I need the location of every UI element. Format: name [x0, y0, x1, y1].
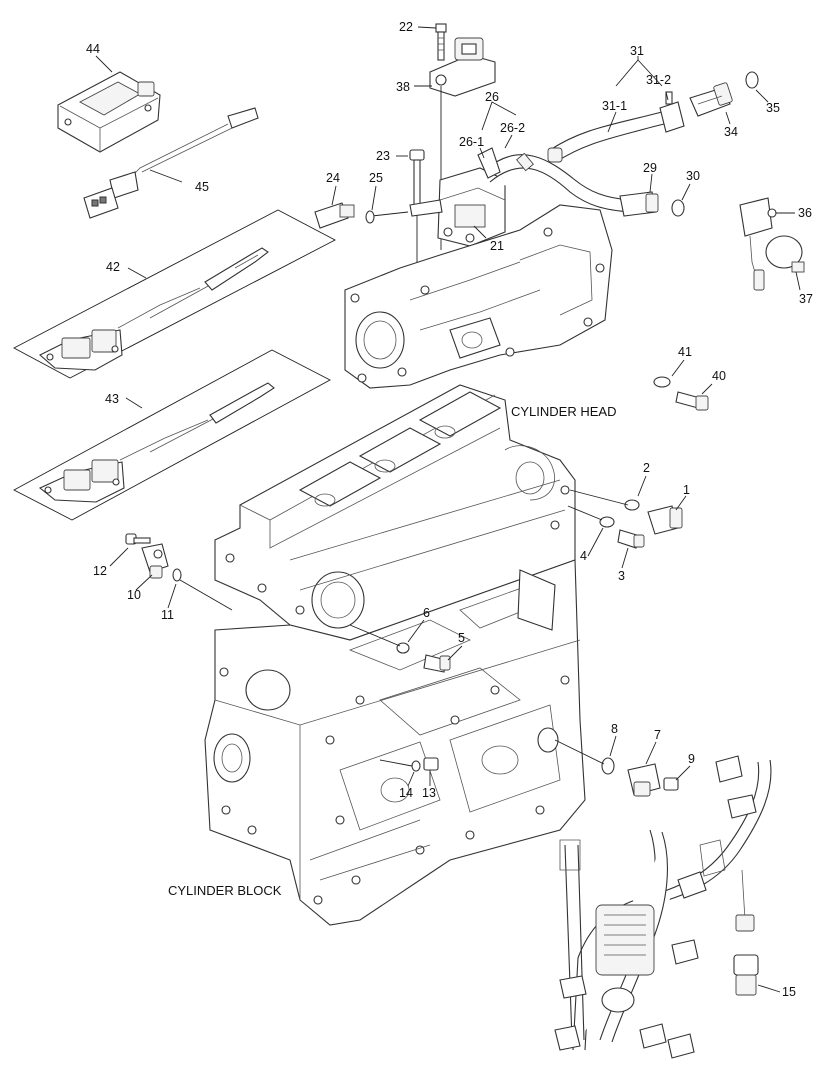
callout-34: 34: [724, 125, 738, 139]
hose-31: [547, 91, 685, 163]
sensor-10: [141, 543, 169, 579]
callout-2: 2: [643, 461, 650, 475]
callout-24: 24: [326, 171, 340, 185]
callout-7: 7: [654, 728, 661, 742]
callout-31-2: 31-2: [646, 73, 671, 87]
callout-21: 21: [490, 239, 504, 253]
callout-41: 41: [678, 345, 692, 359]
o-ring-11: [172, 568, 182, 582]
o-ring-41: [653, 376, 671, 388]
sensor-5: [423, 654, 451, 673]
callout-36: 36: [798, 206, 812, 220]
callout-31: 31: [630, 44, 644, 58]
callout-12: 12: [93, 564, 107, 578]
actuator-21: [409, 167, 506, 247]
cylinder-head-caption: CYLINDER HEAD: [511, 404, 616, 419]
cylinder-block-caption: CYLINDER BLOCK: [168, 883, 282, 898]
callout-9: 9: [688, 752, 695, 766]
o-ring-25: [365, 210, 375, 224]
callout-23: 23: [376, 149, 390, 163]
callout-42: 42: [106, 260, 120, 274]
o-ring-6: [396, 642, 410, 654]
callout-30: 30: [686, 169, 700, 183]
callout-38: 38: [396, 80, 410, 94]
callout-14: 14: [399, 786, 413, 800]
callout-44: 44: [86, 42, 100, 56]
callout-11: 11: [161, 608, 174, 622]
bolt-22: [435, 23, 447, 61]
callout-31-1: 31-1: [602, 99, 627, 113]
sensor-38: [429, 37, 496, 97]
o-ring-2: [624, 499, 640, 511]
callout-6: 6: [423, 606, 430, 620]
o-ring-35: [745, 71, 759, 89]
sensor-panel-43: [13, 349, 331, 521]
bolt-23: [409, 149, 425, 211]
sensor-13: [423, 757, 439, 771]
sensor-36: [739, 197, 777, 291]
sensor-15: [733, 869, 759, 996]
callout-3: 3: [618, 569, 625, 583]
o-ring-14: [411, 760, 421, 772]
o-ring-8: [601, 757, 615, 775]
sensor-panel-42: [13, 209, 336, 379]
hose-26: [477, 147, 631, 213]
o-ring-4: [599, 516, 615, 528]
callout-1: 1: [683, 483, 690, 497]
harness-sensor-45: [83, 107, 259, 219]
bolt-12: [125, 533, 151, 545]
callout-45: 45: [195, 180, 209, 194]
callout-15: 15: [782, 985, 796, 999]
callout-35: 35: [766, 101, 780, 115]
callout-26-1: 26-1: [459, 135, 484, 149]
leader-lines: [95, 26, 801, 993]
sensor-24: [314, 202, 355, 229]
bolt-9: [663, 777, 679, 791]
callout-37: 37: [799, 292, 813, 306]
intake-manifold: [344, 204, 613, 389]
callout-5: 5: [458, 631, 465, 645]
sensor-40: [675, 391, 709, 411]
callout-4: 4: [580, 549, 587, 563]
sensor-3: [617, 529, 645, 549]
cylinder-head: [214, 384, 576, 641]
callout-43: 43: [105, 392, 119, 406]
callout-29: 29: [643, 161, 657, 175]
callout-8: 8: [611, 722, 618, 736]
callout-10: 10: [127, 588, 141, 602]
o-ring-30: [671, 199, 685, 217]
callout-25: 25: [369, 171, 383, 185]
sensor-7: [627, 763, 661, 797]
fitting-34: [689, 82, 733, 117]
sensor-1: [647, 505, 683, 535]
cylinder-block: [204, 559, 586, 926]
callout-40: 40: [712, 369, 726, 383]
fitting-29: [619, 191, 659, 217]
wire-harness: [554, 755, 772, 1059]
callout-13: 13: [422, 786, 436, 800]
callout-22: 22: [399, 20, 413, 34]
clamp-37: [765, 235, 805, 273]
callout-26: 26: [485, 90, 499, 104]
control-unit-44: [57, 71, 161, 153]
callout-26-2: 26-2: [500, 121, 525, 135]
